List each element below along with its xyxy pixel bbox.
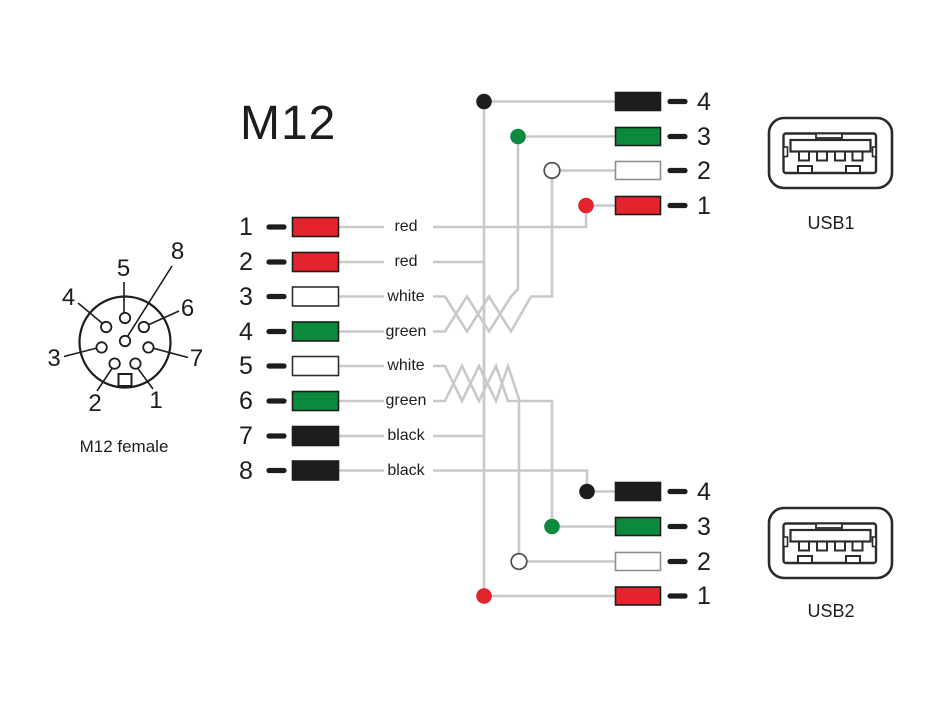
usb1-pin4-dot xyxy=(476,93,492,110)
usb1-pin-3-number: 3 xyxy=(697,122,711,151)
wire-pin5-to-usb2-2-twisted xyxy=(433,361,616,563)
usb1-pin1-dot xyxy=(578,197,594,214)
usb2-pin-3-number: 3 xyxy=(697,512,711,541)
usb1-block-4 xyxy=(614,91,662,112)
usb2-pin-1-number: 1 xyxy=(697,582,711,610)
diagram-title: M12 xyxy=(240,97,337,150)
m12-hole-7 xyxy=(142,341,155,354)
usb1-block-1 xyxy=(614,195,662,216)
m12-face-label-3: 3 xyxy=(47,345,61,372)
wire-pin3-to-usb1-2-twisted xyxy=(433,169,616,335)
m12-connector-caption: M12 female xyxy=(79,437,169,456)
wire-pin8-to-usb2-4 xyxy=(433,469,616,493)
m12-block-7 xyxy=(291,425,340,447)
m12-row-4-pin: 4 xyxy=(239,317,253,346)
m12-hole-5 xyxy=(118,311,132,325)
m12-block-2 xyxy=(291,251,340,273)
m12-hole-4 xyxy=(100,320,113,334)
usb2-pin4-dot xyxy=(579,483,595,500)
m12-block-5 xyxy=(291,355,340,377)
m12-hole-2 xyxy=(108,357,121,370)
usb1-pin2-dot xyxy=(543,161,561,180)
usb2-junction-dots xyxy=(476,483,595,604)
usb2-pin-2-number: 2 xyxy=(697,547,711,576)
m12-face-label-7: 7 xyxy=(189,344,204,372)
usb2-label: USB2 xyxy=(807,601,855,621)
wire-pin1-to-usb1-1 xyxy=(433,204,616,229)
m12-row-5-pin: 5 xyxy=(239,352,253,380)
wire-color-label-8: black xyxy=(387,461,425,479)
usb2-block-1 xyxy=(614,586,662,606)
usb2-pin1-dot xyxy=(476,588,492,604)
wire-color-label-6: green xyxy=(385,392,427,409)
m12-row-2-pin: 2 xyxy=(239,248,253,276)
m12-face-label-4: 4 xyxy=(61,283,76,311)
wire-pin7-to-usb1-4 xyxy=(433,100,616,438)
m12-connector-face xyxy=(63,265,189,392)
m12-row-3-pin: 3 xyxy=(239,282,253,311)
m12-face-label-1: 1 xyxy=(149,387,163,414)
usb2-block-2 xyxy=(614,551,662,572)
m12-hole-8 xyxy=(118,334,132,348)
wire-color-label-5: white xyxy=(387,357,425,374)
usb2-pin3-dot xyxy=(544,518,560,535)
m12-block-1 xyxy=(291,216,340,238)
usb1-port-icon xyxy=(767,116,894,190)
m12-row-6-pin: 6 xyxy=(239,387,253,415)
wire-color-label-3: white xyxy=(387,287,425,305)
m12-row-7-pin: 7 xyxy=(239,422,253,450)
m12-block-6 xyxy=(291,390,340,412)
usb-pin-dashes xyxy=(667,98,688,599)
wire-color-label-1: red xyxy=(394,218,418,235)
m12-block-4 xyxy=(291,321,340,342)
usb1-junction-dots xyxy=(476,93,594,214)
usb2-port-icon xyxy=(767,506,894,580)
wire-color-label-2: red xyxy=(394,253,418,270)
wire-color-label-7: black xyxy=(387,427,425,444)
usb1-pin-1-number: 1 xyxy=(697,191,711,220)
m12-face-label-6: 6 xyxy=(180,294,195,322)
usb2-block-3 xyxy=(614,516,662,537)
m12-row-1-pin: 1 xyxy=(239,213,253,241)
m12-pin-leader-lines xyxy=(63,265,189,392)
usb2-pin2-dot xyxy=(510,552,528,571)
usb1-block-3 xyxy=(614,126,662,147)
usb2-block-4 xyxy=(614,481,662,502)
usb1-pin-2-number: 2 xyxy=(697,156,711,185)
wire-pin4-to-usb1-3-twisted xyxy=(433,135,616,334)
m12-keying-notch xyxy=(117,373,133,387)
usb2-pin-4-number: 4 xyxy=(697,477,711,506)
wire-color-label-4: green xyxy=(385,322,427,340)
m12-block-8 xyxy=(291,460,340,481)
m12-wire-blocks xyxy=(291,216,340,481)
m12-face-label-5: 5 xyxy=(116,255,131,282)
row-stub-lines xyxy=(338,225,384,472)
usb1-pin3-dot xyxy=(510,128,526,145)
wire-pin2-to-usb2-1 xyxy=(433,260,616,598)
usb1-pin-4-number: 4 xyxy=(697,87,711,116)
usb1-block-2 xyxy=(614,160,662,181)
wire-pin6-to-usb2-3-twisted xyxy=(433,362,616,528)
usb-wire-blocks xyxy=(614,91,662,606)
m12-block-3 xyxy=(291,286,340,307)
m12-hole-3 xyxy=(95,341,108,354)
m12-pin-holes xyxy=(95,311,155,370)
m12-hole-1 xyxy=(129,357,142,370)
usb1-label: USB1 xyxy=(807,212,855,233)
m12-pin-dashes xyxy=(266,224,287,474)
m12-row-8-pin: 8 xyxy=(239,456,253,485)
m12-face-label-8: 8 xyxy=(170,238,185,265)
m12-hole-6 xyxy=(137,320,150,334)
m12-face-label-2: 2 xyxy=(88,390,102,417)
